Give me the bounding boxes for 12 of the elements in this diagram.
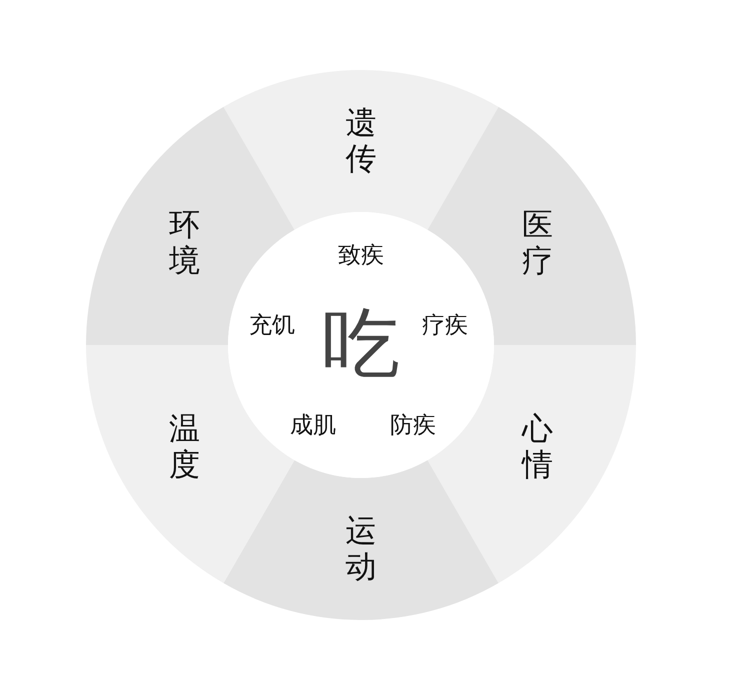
center-label: 致疾 [338, 242, 384, 270]
segment-label: 环境 [168, 207, 201, 279]
center-label: 防疾 [390, 412, 436, 440]
segment-label: 运动 [344, 513, 378, 585]
segment-label: 温度 [168, 411, 201, 483]
center-label: 疗疾 [422, 312, 468, 340]
center-label: 成肌 [290, 412, 336, 440]
segment-label: 遗传 [344, 105, 378, 177]
center-character: 吃 [322, 298, 400, 392]
center-label: 充饥 [249, 312, 295, 340]
segment-label: 医疗 [521, 207, 554, 279]
segment-label: 心情 [520, 411, 554, 483]
